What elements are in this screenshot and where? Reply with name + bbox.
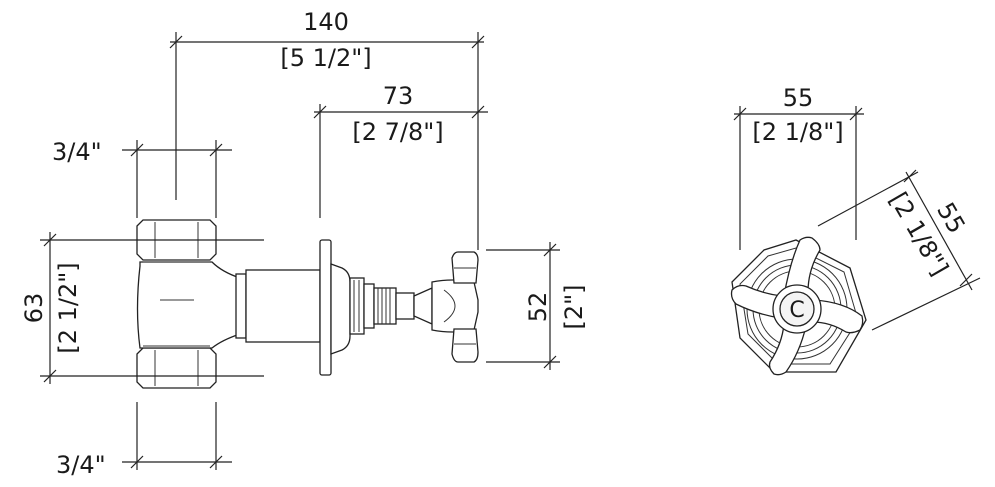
cross-handle [431, 251, 479, 363]
dim-front-width: 55 [2 1/8"] [733, 84, 864, 250]
dim-front-diag-in: [2 1/8"] [884, 187, 954, 280]
body-sleeve [245, 269, 321, 343]
escutcheon-plate [319, 239, 332, 376]
dim-body-height: 63 [2 1/2"] [20, 232, 264, 384]
dim-handle-length: 73 [2 7/8"] [313, 82, 488, 218]
dim-front-width-mm: 55 [783, 84, 814, 112]
bottom-hex-nut [136, 347, 217, 389]
side-view: 140 [5 1/2"] 73 [2 7/8"] 3/4" [20, 8, 588, 479]
dim-front-diag-mm: 55 [931, 198, 971, 238]
dim-inlet-top-label: 3/4" [52, 138, 102, 166]
dim-inlet-top: 3/4" [52, 138, 232, 218]
dim-handle-h-mm: 52 [524, 292, 552, 323]
front-view: C 55 [2 1/8"] 55 [2 1/8"] [730, 84, 981, 376]
dim-handle-height: 52 [2"] [486, 242, 588, 370]
dim-body-in: [2 1/2"] [54, 262, 82, 353]
center-cap [779, 291, 815, 327]
handle-arm-bottom [451, 328, 479, 363]
dim-overall-mm: 140 [303, 8, 349, 36]
dim-front-width-in: [2 1/8"] [752, 118, 843, 146]
dim-inlet-bottom: 3/4" [56, 402, 232, 479]
body-collar [235, 273, 247, 339]
dim-handle-h-in: [2"] [560, 284, 588, 329]
body-casting [136, 261, 241, 349]
dim-overall-length: 140 [5 1/2"] [169, 8, 485, 250]
dim-handle-in: [2 7/8"] [352, 118, 443, 146]
dim-overall-in: [5 1/2"] [280, 44, 371, 72]
dim-body-mm: 63 [20, 293, 48, 324]
bonnet [349, 277, 433, 335]
dim-inlet-bottom-label: 3/4" [56, 451, 106, 479]
front-handle-arms [730, 236, 864, 376]
plate-bevel [330, 263, 351, 355]
dim-handle-mm: 73 [383, 82, 414, 110]
center-cap-letter: C [789, 298, 804, 323]
valve-body [136, 219, 321, 389]
